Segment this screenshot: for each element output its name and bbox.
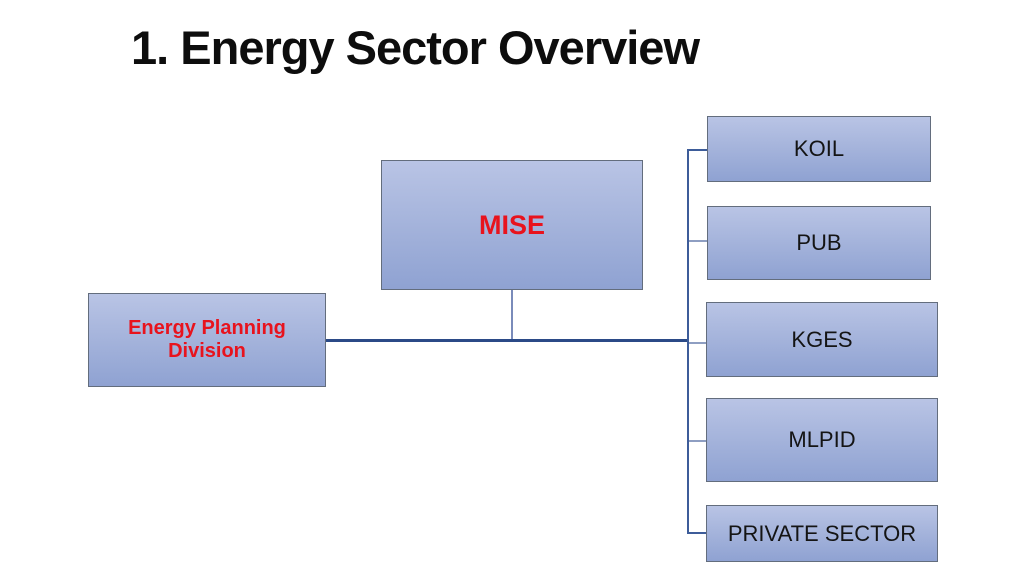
connector-mise-drop <box>511 290 513 339</box>
node-energy-planning-division: Energy Planning Division <box>88 293 326 387</box>
connector-stub-kges <box>689 342 706 344</box>
connector-stub-private <box>689 532 707 534</box>
connector-trunk <box>687 149 689 534</box>
node-kges: KGES <box>706 302 938 377</box>
connector-stub-pub <box>689 240 707 242</box>
node-koil: KOIL <box>707 116 931 182</box>
node-mise: MISE <box>381 160 643 290</box>
slide-title: 1. Energy Sector Overview <box>131 21 700 74</box>
node-pub: PUB <box>707 206 931 280</box>
connector-stub-koil <box>689 149 707 151</box>
node-private-sector: PRIVATE SECTOR <box>706 505 938 562</box>
connector-stub-mlpid <box>689 440 706 442</box>
connector-epd-to-trunk <box>326 339 688 342</box>
node-mlpid: MLPID <box>706 398 938 482</box>
